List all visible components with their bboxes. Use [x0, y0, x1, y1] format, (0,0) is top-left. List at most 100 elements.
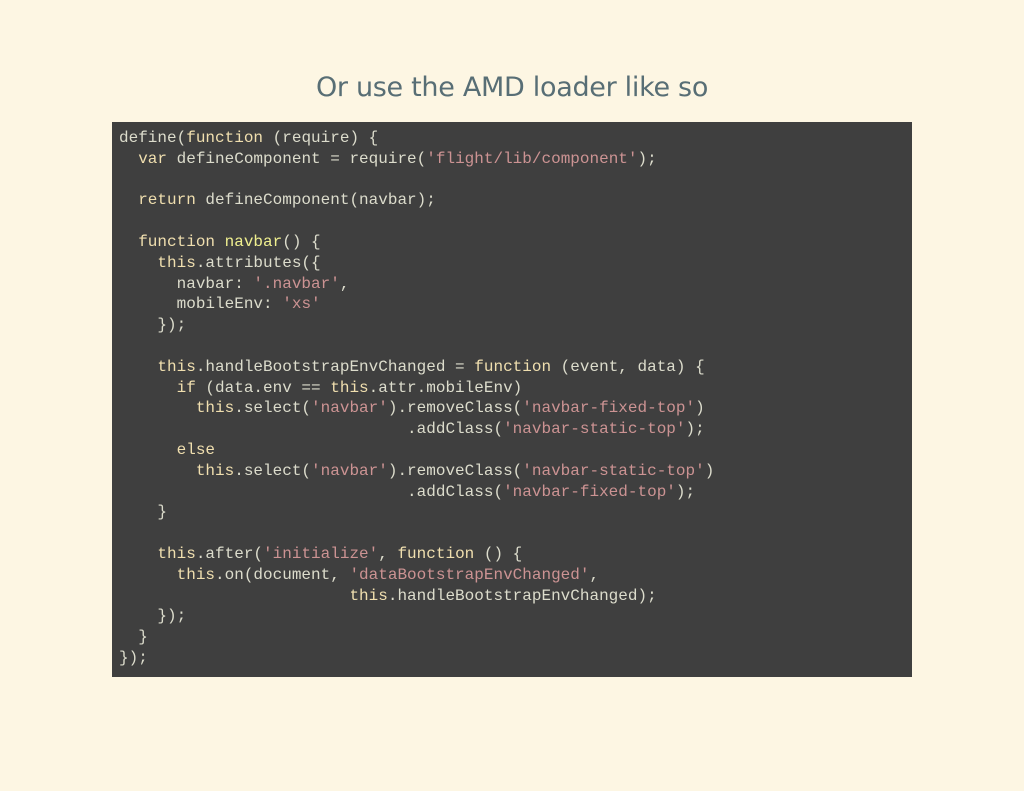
code-line: define(function (require) { [119, 128, 714, 149]
code-token [119, 254, 157, 272]
code-keyword: function [397, 544, 475, 563]
code-keyword: var [138, 149, 168, 168]
code-keyword: function [474, 357, 552, 376]
code-token [119, 233, 138, 251]
code-keyword: this [330, 378, 369, 397]
code-token: .handleBootstrapEnvChanged); [387, 586, 657, 605]
code-token [119, 566, 177, 584]
code-token: (data.env == [195, 378, 331, 397]
code-token [119, 379, 177, 397]
code-line: mobileEnv: 'xs' [119, 294, 714, 315]
code-token: .after( [195, 544, 264, 563]
code-keyword: if [176, 378, 196, 397]
code-keyword: this [157, 544, 196, 563]
code-keyword: function [186, 129, 264, 147]
code-token: ) [695, 399, 705, 418]
code-line: this.select('navbar').removeClass('navba… [119, 398, 714, 419]
slide-title: Or use the AMD loader like so [315, 72, 709, 103]
code-string: 'navbar-fixed-top' [503, 482, 676, 501]
code-line: } [119, 502, 714, 523]
code-token: , [378, 544, 398, 563]
code-string: 'navbar-static-top' [522, 461, 705, 480]
code-keyword: this [157, 357, 196, 376]
code-token: ); [637, 149, 657, 168]
code-token: }); [119, 607, 187, 626]
code-string: 'initialize' [263, 544, 379, 563]
code-line [119, 336, 714, 357]
code-line: this.attributes({ [119, 253, 714, 274]
code-string: '.navbar' [253, 274, 340, 293]
code-token [119, 545, 157, 563]
code-token: .attributes({ [195, 253, 321, 272]
code-string: 'dataBootstrapEnvChanged' [349, 565, 590, 584]
code-token: .addClass( [119, 482, 504, 501]
code-line: }); [119, 315, 714, 336]
code-keyword: function [138, 232, 216, 251]
code-block: define(function (require) { var defineCo… [112, 122, 912, 677]
code-token [119, 399, 196, 417]
code-token: } [119, 503, 168, 522]
code-line: .addClass('navbar-static-top'); [119, 419, 714, 440]
code-token: , [339, 274, 350, 293]
code-token [119, 462, 196, 480]
code-token: .select( [234, 399, 312, 418]
code-line: this.handleBootstrapEnvChanged); [119, 586, 714, 607]
code-string: 'navbar-static-top' [503, 420, 686, 439]
code-line: this.on(document, 'dataBootstrapEnvChang… [119, 565, 714, 586]
code-line: this.select('navbar').removeClass('navba… [119, 461, 715, 482]
code-string: 'navbar-fixed-top' [522, 399, 696, 418]
code-token: }); [119, 316, 187, 335]
code-token: } [119, 628, 148, 647]
code-token: (event, data) { [551, 357, 705, 376]
code-token: navbar: [119, 274, 254, 293]
code-token [119, 587, 349, 605]
code-token [119, 441, 177, 459]
code-line: }); [119, 648, 714, 669]
code-token: }); [119, 648, 148, 667]
code-token [119, 150, 138, 168]
code-token: () { [282, 232, 321, 251]
code-line: return defineComponent(navbar); [119, 190, 714, 211]
code-line: if (data.env == this.attr.mobileEnv) [119, 378, 714, 399]
code-line: navbar: '.navbar', [119, 274, 714, 295]
code-token: mobileEnv: [119, 295, 283, 314]
code-string: 'navbar' [311, 461, 388, 480]
code-function-name: navbar [224, 232, 283, 251]
code-line: this.handleBootstrapEnvChanged = functio… [119, 357, 714, 378]
code-keyword: this [195, 399, 235, 418]
code-keyword: this [176, 565, 216, 584]
code-keyword: else [176, 440, 216, 459]
code-token: (require) { [263, 129, 379, 147]
code-line: }); [119, 606, 714, 627]
code-token: define( [119, 129, 187, 147]
code-line: function navbar() { [119, 232, 714, 253]
code-line [119, 170, 714, 191]
code-token [119, 358, 157, 376]
code-token: defineComponent = require( [167, 149, 427, 168]
code-line: .addClass('navbar-fixed-top'); [119, 482, 714, 503]
code-token: ).removeClass( [387, 461, 523, 480]
code-token: , [589, 565, 600, 584]
code-token: .on(document, [215, 565, 350, 584]
code-keyword: this [157, 253, 196, 272]
code-token: ); [685, 420, 705, 439]
code-string: 'xs' [282, 295, 321, 314]
code-token [215, 233, 225, 251]
code-line: } [119, 627, 714, 648]
code-token [119, 191, 138, 209]
code-token: defineComponent(navbar); [195, 191, 436, 210]
code-keyword: this [349, 586, 388, 605]
code-keyword: this [195, 461, 235, 480]
code-token: .attr.mobileEnv) [368, 378, 523, 397]
code-line: var defineComponent = require('flight/li… [119, 149, 714, 170]
code-token: .addClass( [119, 420, 504, 439]
code-token: ); [675, 482, 696, 501]
code-line [119, 211, 714, 232]
code-line [119, 523, 714, 544]
code-token: ).removeClass( [387, 399, 523, 418]
code-token: .select( [234, 461, 312, 480]
code-string: 'navbar' [311, 399, 388, 418]
code-line: this.after('initialize', function () { [119, 544, 714, 565]
code-token: .handleBootstrapEnvChanged = [195, 357, 475, 376]
code-token: ) [704, 461, 715, 480]
